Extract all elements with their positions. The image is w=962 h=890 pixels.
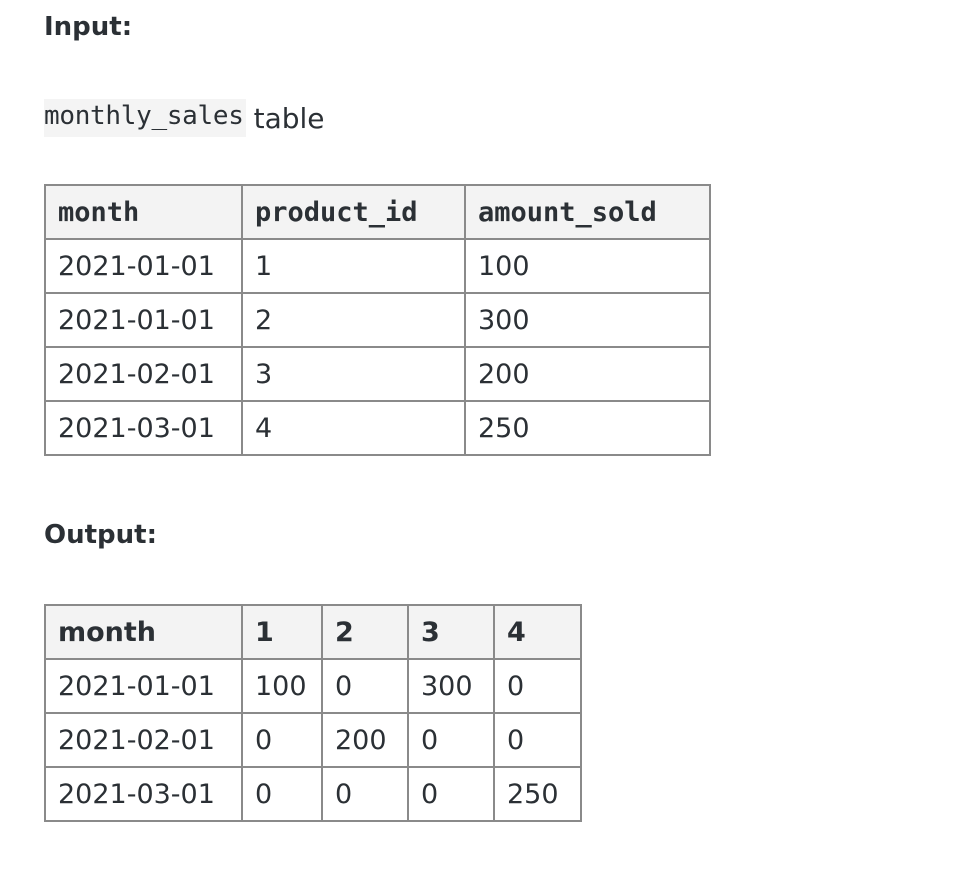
table-cell: 200 [321,712,409,768]
table-row: 2021-02-01 3 200 [44,346,711,402]
table-cell: 0 [493,658,582,714]
table-cell: 0 [407,766,495,822]
table-cell: 300 [464,292,711,348]
table-row: 2021-01-01 100 0 300 0 [44,658,582,714]
table-cell: 250 [464,400,711,456]
table-row: 2021-03-01 4 250 [44,400,711,456]
input-table: month product_id amount_sold 2021-01-01 … [44,184,711,456]
table-cell: 100 [464,238,711,294]
table-cell: 0 [407,712,495,768]
table-suffix-text: table [253,101,325,135]
table-cell: 2021-02-01 [44,712,243,768]
output-header-product-2: 2 [321,604,409,660]
output-header-row: month 1 2 3 4 [44,604,582,660]
table-name-code: monthly_sales [44,99,246,137]
table-cell: 0 [241,766,323,822]
table-cell: 0 [493,712,582,768]
output-header-month: month [44,604,243,660]
table-cell: 0 [321,766,409,822]
table-cell: 2021-03-01 [44,766,243,822]
output-heading: Output: [44,520,157,550]
table-cell: 250 [493,766,582,822]
input-table-caption: monthly_sales table [44,97,325,139]
input-header-row: month product_id amount_sold [44,184,711,240]
table-cell: 2021-02-01 [44,346,243,402]
table-row: 2021-01-01 2 300 [44,292,711,348]
table-cell: 1 [241,238,466,294]
table-row: 2021-02-01 0 200 0 0 [44,712,582,768]
table-cell: 2021-01-01 [44,238,243,294]
input-header-month: month [44,184,243,240]
table-cell: 100 [241,658,323,714]
table-cell: 3 [241,346,466,402]
table-row: 2021-01-01 1 100 [44,238,711,294]
table-cell: 2021-01-01 [44,658,243,714]
output-header-product-1: 1 [241,604,323,660]
table-cell: 4 [241,400,466,456]
table-cell: 2021-03-01 [44,400,243,456]
table-cell: 0 [241,712,323,768]
table-cell: 0 [321,658,409,714]
table-cell: 2021-01-01 [44,292,243,348]
input-header-amount-sold: amount_sold [464,184,711,240]
table-cell: 2 [241,292,466,348]
input-header-product-id: product_id [241,184,466,240]
output-header-product-3: 3 [407,604,495,660]
table-row: 2021-03-01 0 0 0 250 [44,766,582,822]
table-cell: 200 [464,346,711,402]
output-header-product-4: 4 [493,604,582,660]
input-heading: Input: [44,12,133,42]
output-table: month 1 2 3 4 2021-01-01 100 0 300 0 202… [44,604,582,822]
table-cell: 300 [407,658,495,714]
